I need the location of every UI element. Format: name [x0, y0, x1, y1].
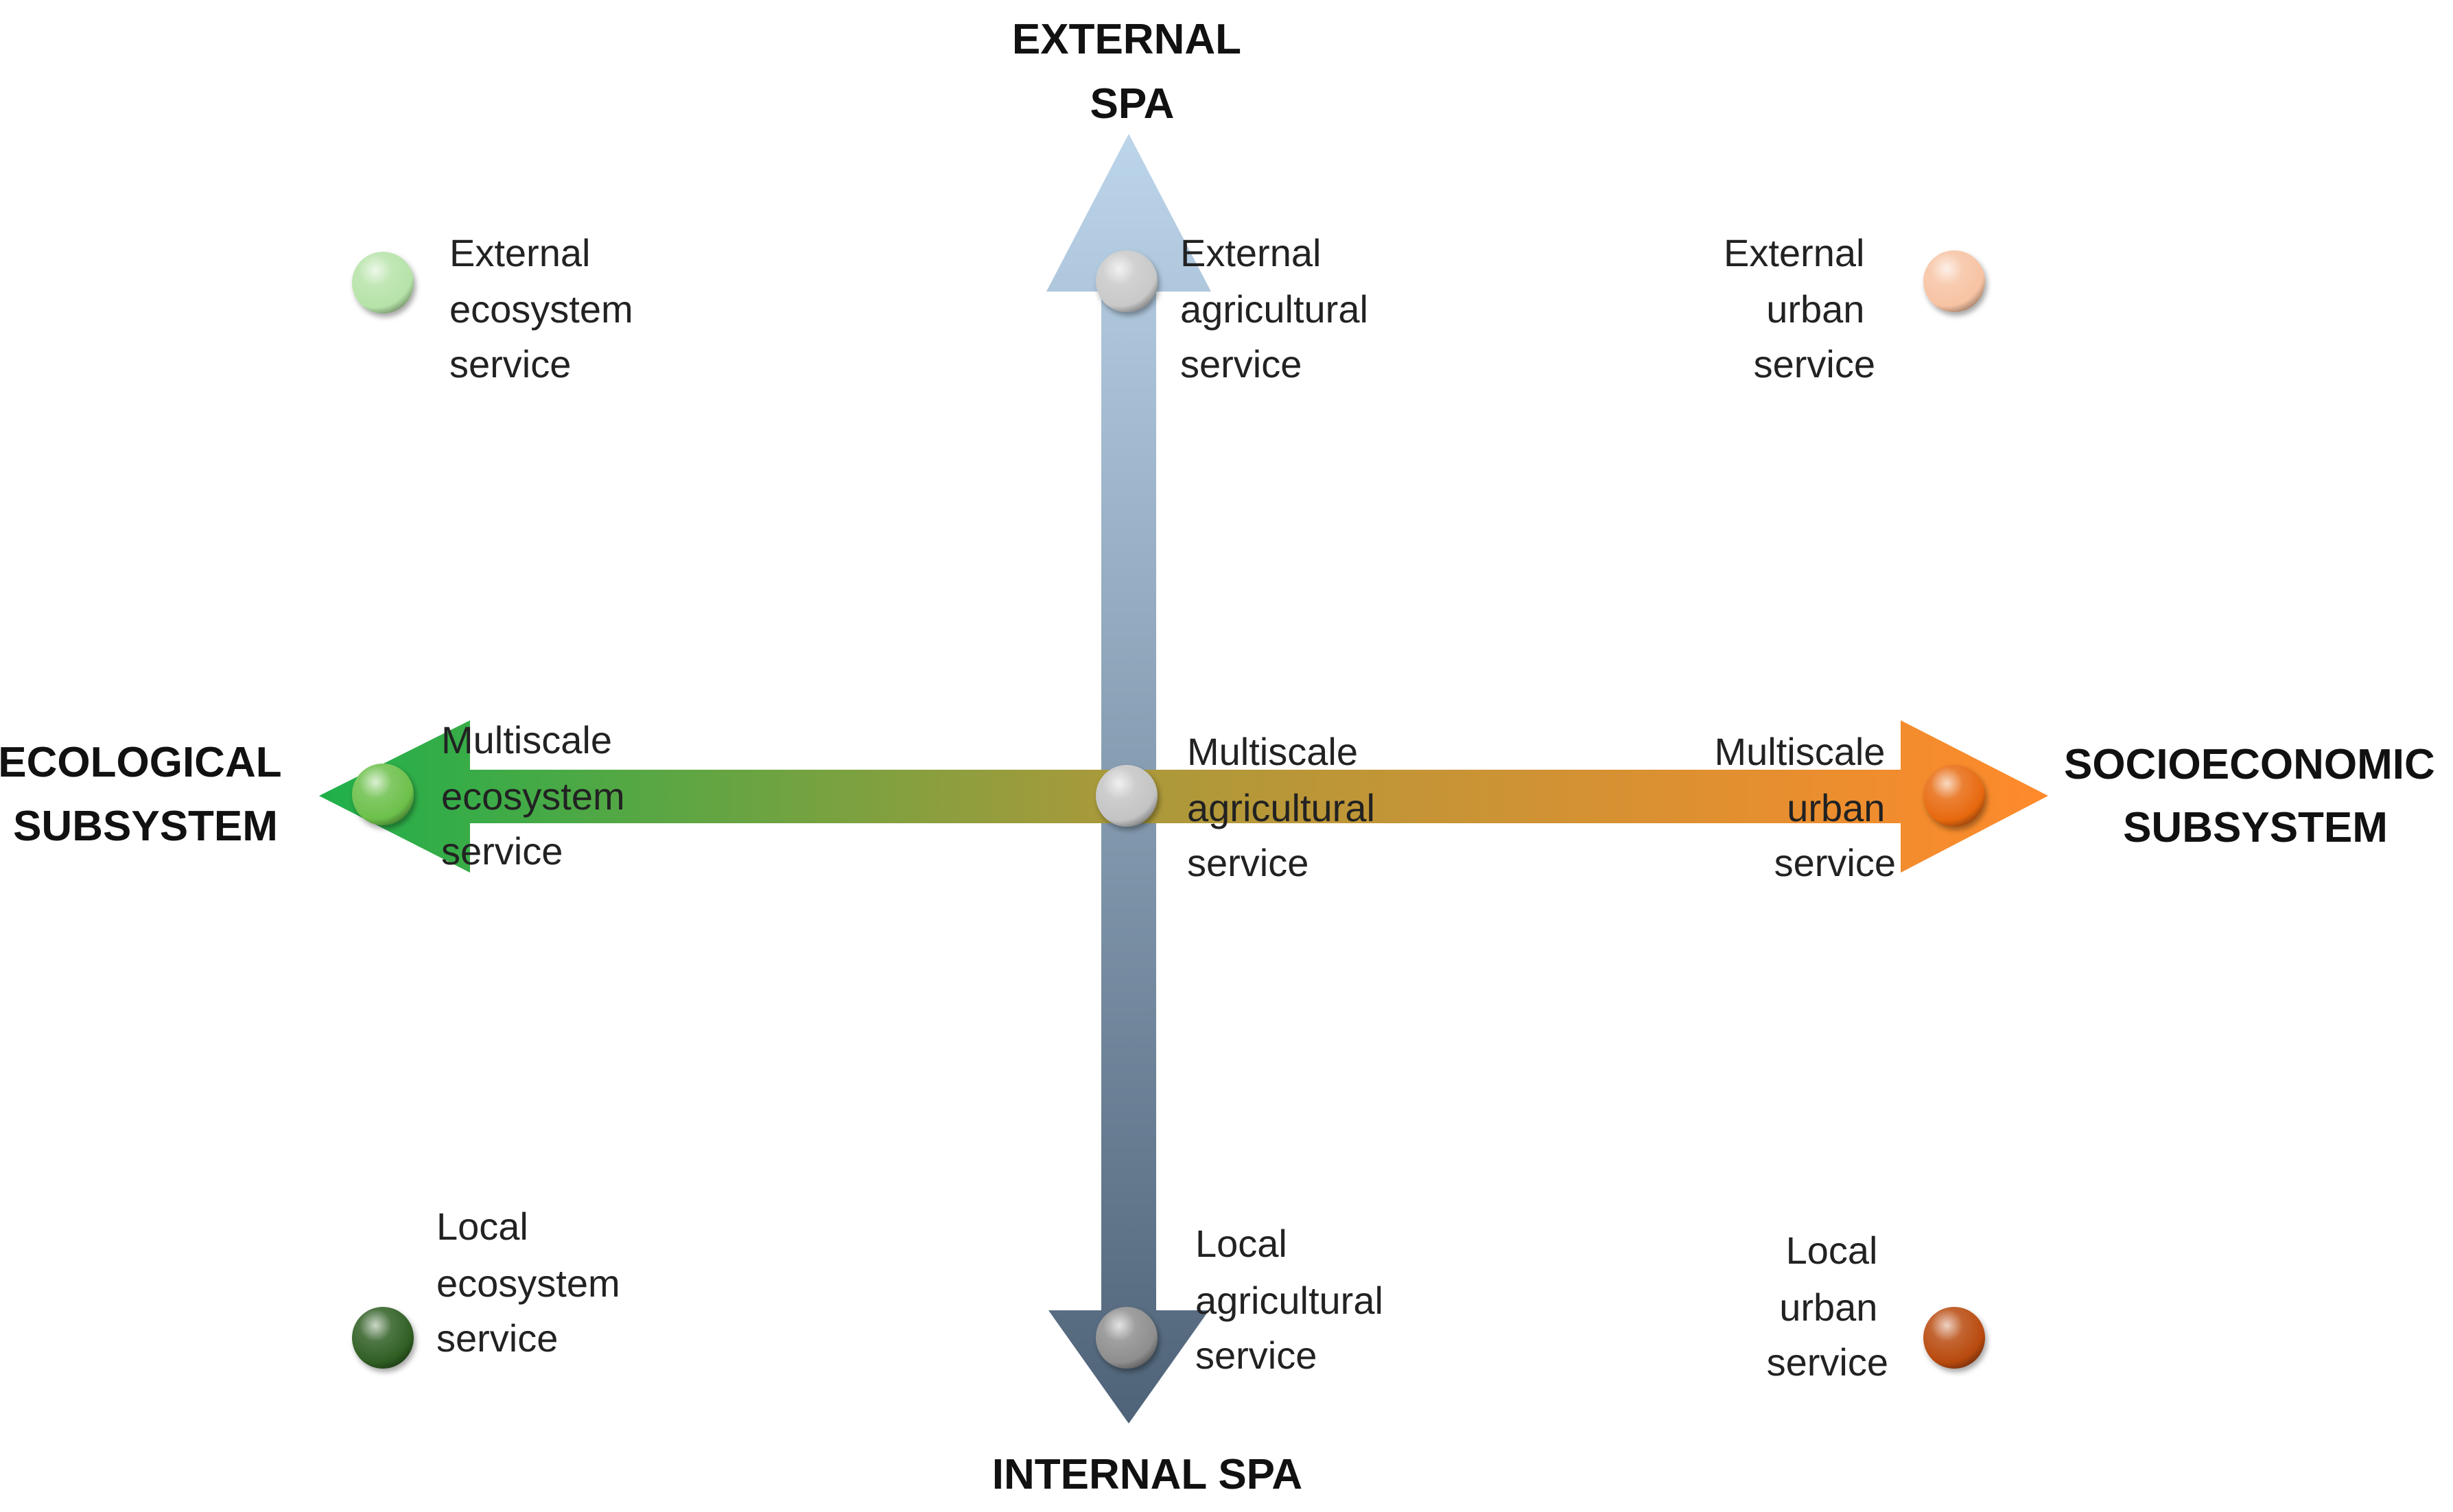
node-local-agricultural-marker — [1096, 1307, 1158, 1369]
node-external-urban: External urban service — [1724, 231, 1985, 386]
axis-label-left: ECOLOGICAL SUBSYSTEM — [0, 739, 293, 850]
node-multiscale-urban-label: Multiscale urban service — [1714, 730, 1896, 884]
node-external-agricultural-marker — [1096, 250, 1158, 312]
node-multiscale-urban: Multiscale urban service — [1714, 730, 1985, 884]
node-local-urban-label: Local urban service — [1767, 1229, 1888, 1384]
node-local-agricultural-label: Local agricultural service — [1195, 1222, 1394, 1377]
axis-label-left-line1: ECOLOGICAL — [0, 739, 281, 786]
node-external-ecosystem-marker — [352, 252, 414, 314]
axis-label-right-line1: SOCIOECONOMIC — [2064, 741, 2435, 788]
node-local-ecosystem-marker — [352, 1307, 414, 1369]
node-multiscale-agricultural-label: Multiscale agricultural service — [1187, 730, 1385, 884]
axis-label-top: EXTERNAL SPA — [1012, 16, 1252, 128]
node-external-agricultural: External agricultural service — [1096, 231, 1378, 386]
node-local-urban-marker — [1923, 1307, 1985, 1369]
node-external-urban-label: External urban service — [1724, 231, 1875, 386]
axis-label-left-line2: SUBSYSTEM — [13, 803, 278, 850]
node-external-ecosystem: External ecosystem service — [352, 231, 644, 386]
node-multiscale-agricultural-marker — [1096, 765, 1158, 827]
axis-label-right-line2: SUBSYSTEM — [2123, 804, 2388, 851]
axis-label-top-line1: EXTERNAL — [1012, 16, 1241, 63]
node-multiscale-ecosystem: Multiscale ecosystem service — [352, 718, 635, 873]
node-local-ecosystem-label: Local ecosystem service — [436, 1205, 631, 1360]
node-multiscale-ecosystem-label: Multiscale ecosystem service — [441, 718, 635, 873]
horizontal-arrow — [319, 720, 2048, 873]
axis-label-bottom-line1: INTERNAL SPA — [992, 1451, 1302, 1498]
node-external-agricultural-label: External agricultural service — [1180, 231, 1378, 386]
node-local-ecosystem: Local ecosystem service — [352, 1205, 631, 1369]
node-local-urban: Local urban service — [1767, 1229, 1985, 1384]
node-external-urban-marker — [1923, 250, 1985, 312]
axis-label-top-line2: SPA — [1090, 80, 1175, 128]
node-external-ecosystem-label: External ecosystem service — [449, 231, 644, 386]
node-multiscale-ecosystem-marker — [352, 764, 414, 825]
node-local-agricultural: Local agricultural service — [1096, 1222, 1394, 1377]
axis-label-bottom: INTERNAL SPA — [992, 1451, 1302, 1498]
node-multiscale-urban-marker — [1923, 765, 1985, 827]
axis-label-right: SOCIOECONOMIC SUBSYSTEM — [2064, 741, 2447, 851]
node-multiscale-agricultural: Multiscale agricultural service — [1096, 730, 1385, 884]
